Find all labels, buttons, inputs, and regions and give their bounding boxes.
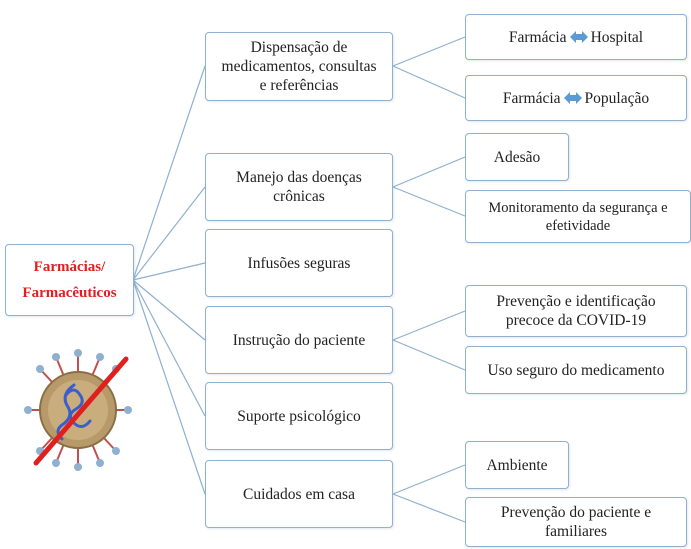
connector-root-manejo (132, 186, 206, 281)
connector-dispensacao-hospital (392, 36, 466, 67)
leaf-farmacia-hospital: Farmácia Hospital (465, 14, 687, 60)
root-node: Farmácias/ Farmacêuticos (5, 244, 134, 316)
connector-cuidados-familiares (392, 493, 466, 523)
leaf-right-label: População (584, 89, 650, 107)
connector-instrucao-prevencao (392, 310, 466, 341)
connector-manejo-monitoramento (392, 186, 466, 217)
branch-infusoes: Infusões seguras (205, 229, 393, 297)
branch-manejo: Manejo das doenças crônicas (205, 153, 393, 221)
connector-dispensacao-populacao (392, 65, 466, 99)
leaf-prevencao-familiares: Prevenção do paciente e familiares (465, 497, 687, 547)
double-arrow-icon (569, 31, 588, 43)
leaf-left-label: Farmácia (508, 28, 567, 46)
connector-root-dispensacao (132, 65, 206, 281)
branch-suporte: Suporte psicológico (205, 382, 393, 450)
connector-cuidados-ambiente (392, 464, 466, 495)
leaf-right-label: Hospital (590, 28, 644, 46)
leaf-adesao: Adesão (465, 133, 569, 181)
leaf-prevencao-covid: Prevenção e identificação precoce da COV… (465, 285, 687, 337)
leaf-ambiente: Ambiente (465, 441, 569, 489)
connector-root-suporte (132, 279, 206, 417)
branch-dispensacao: Dispensação de medicamentos, consultas e… (205, 32, 393, 101)
connector-root-instrucao (132, 279, 206, 341)
connector-manejo-adesao (392, 156, 466, 188)
connector-root-cuidados (132, 279, 206, 495)
leaf-farmacia-populacao: Farmácia População (465, 75, 687, 121)
connector-root-infusoes (132, 262, 206, 281)
crossed-out-virus-icon (24, 349, 132, 471)
double-arrow-icon (563, 92, 582, 104)
leaf-left-label: Farmácia (502, 89, 561, 107)
leaf-monitoramento: Monitoramento da segurança e efetividade (465, 190, 691, 243)
branch-instrucao: Instrução do paciente (205, 306, 393, 374)
leaf-uso-seguro: Uso seguro do medicamento (465, 346, 687, 394)
connector-instrucao-uso (392, 339, 466, 371)
branch-cuidados: Cuidados em casa (205, 460, 393, 528)
